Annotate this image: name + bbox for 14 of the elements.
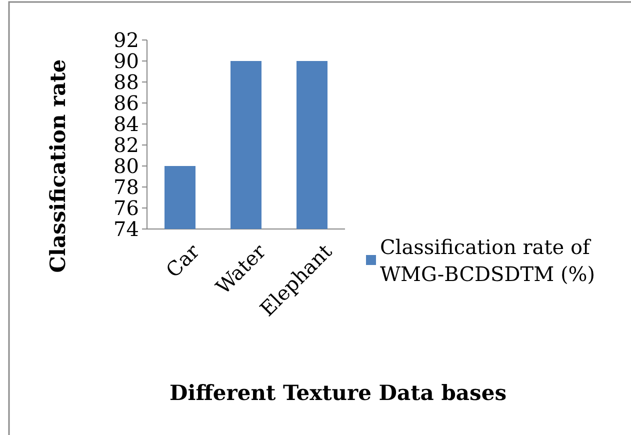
category-label: Car	[162, 240, 204, 282]
legend-text: Classification rate of WMG-BCDSDTM (%)	[380, 234, 596, 288]
tick-label: 84	[112, 114, 139, 134]
tick-label: 82	[112, 135, 139, 155]
tick-label: 74	[112, 219, 139, 239]
tick-label: 80	[112, 156, 139, 176]
tick-label: 88	[112, 72, 139, 92]
axis-title: Classification rate	[46, 59, 70, 273]
axis-title: Different Texture Data bases	[170, 381, 507, 405]
tick-label: 90	[112, 51, 139, 71]
tick-label: 86	[112, 93, 139, 113]
tick-label: 78	[112, 177, 139, 197]
tick-label: 76	[112, 198, 139, 218]
tick-label: 92	[112, 30, 139, 50]
